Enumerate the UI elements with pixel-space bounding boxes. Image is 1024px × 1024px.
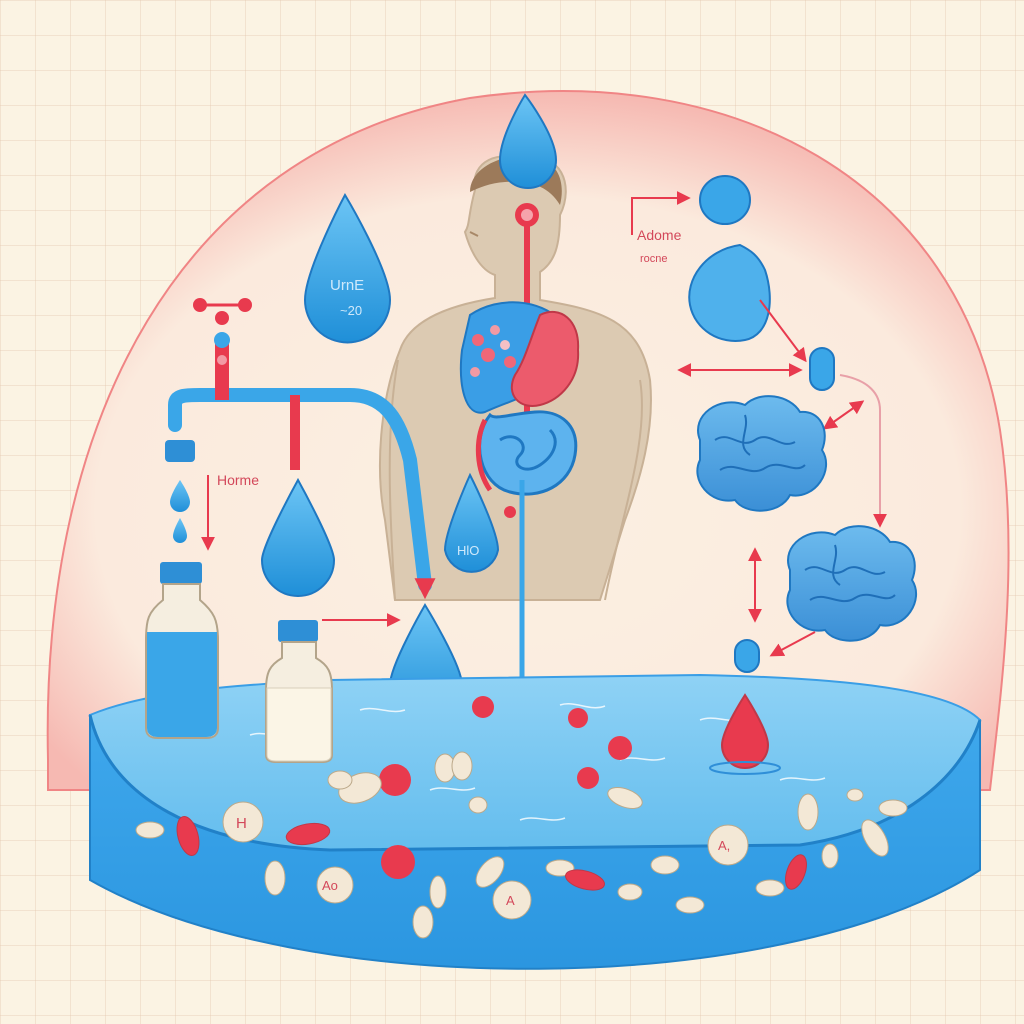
red-drop-icon xyxy=(720,693,770,769)
brain-icon xyxy=(696,395,828,512)
adome-label: Adome xyxy=(637,227,682,243)
cell-sphere-icon xyxy=(699,175,751,225)
red-balls xyxy=(379,696,632,796)
adome-sublabel: rocne xyxy=(640,253,668,265)
adome-arrow xyxy=(631,191,691,235)
home-label: Horme xyxy=(217,472,259,488)
lung-cells xyxy=(470,325,516,377)
urine-drop-icon xyxy=(303,192,392,344)
pill-icon xyxy=(327,751,643,814)
stomach-icon xyxy=(510,310,580,407)
faucet-icon xyxy=(165,298,432,592)
urine-drop-sublabel: ~20 xyxy=(340,303,362,318)
water-drop-icon xyxy=(260,477,336,597)
h2o-drop-icon xyxy=(443,472,500,573)
arrow-icon xyxy=(822,400,865,430)
brain-icon xyxy=(786,525,918,642)
h2o-label: HlO xyxy=(457,543,479,558)
intestine-icon xyxy=(475,410,578,518)
pill-a-label: A xyxy=(506,893,515,908)
water-drop-icon xyxy=(170,480,190,512)
pill-a-sub-label: A, xyxy=(718,838,730,853)
bottle-icon xyxy=(145,562,219,739)
bottle-icon xyxy=(265,620,333,763)
capsule-icon xyxy=(734,639,760,673)
arrow-icon xyxy=(769,631,816,657)
pill-ao-label: Ao xyxy=(322,878,338,893)
pill-h-label: H xyxy=(236,815,247,832)
urine-drop-label: UrnE xyxy=(330,277,364,294)
cell-drop-icon xyxy=(688,243,771,342)
capsule-icon xyxy=(809,347,835,391)
water-drop-icon xyxy=(173,518,187,543)
water-drop-icon xyxy=(498,93,558,189)
pill-icon xyxy=(135,788,908,939)
